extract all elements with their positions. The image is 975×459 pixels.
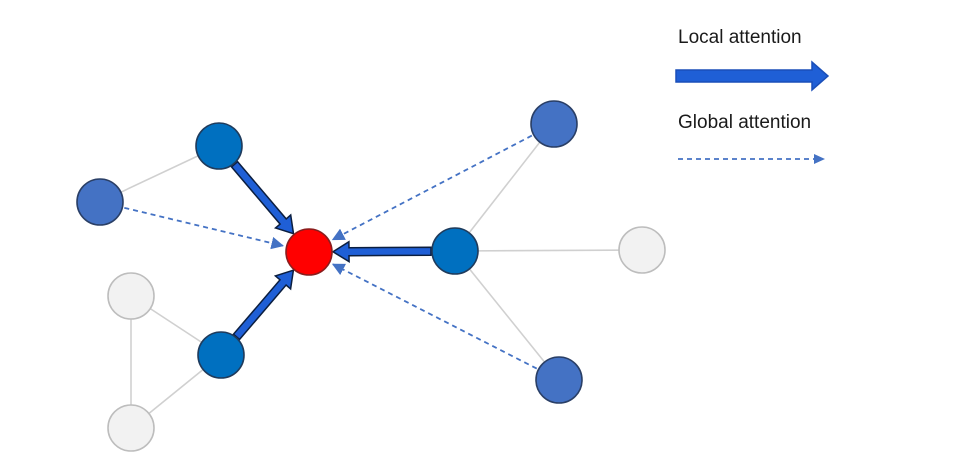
local-attention-arrow — [230, 160, 295, 235]
legend-local-arrow-icon — [675, 60, 830, 92]
global-attention-arrow — [331, 134, 533, 241]
node-global-bottom-right — [535, 356, 583, 404]
legend-local-label: Local attention — [678, 27, 802, 48]
global-attention-layer — [124, 134, 538, 370]
global-attention-arrow — [124, 206, 284, 250]
legend-global-arrow-icon — [678, 154, 825, 164]
node-local-right — [431, 227, 479, 275]
node-global-left — [76, 178, 124, 226]
graph-edge — [454, 249, 643, 252]
local-attention-layer — [230, 160, 432, 341]
node-inactive-left-bottom — [107, 404, 155, 452]
node-target — [285, 228, 333, 276]
node-inactive-right — [618, 226, 666, 274]
node-global-top-right — [530, 100, 578, 148]
node-layer — [76, 100, 666, 452]
local-attention-arrow — [331, 240, 432, 264]
node-local-bottom — [197, 331, 245, 379]
graph-edge — [454, 250, 560, 381]
node-inactive-left-top — [107, 272, 155, 320]
legend-global-label: Global attention — [678, 112, 812, 133]
graph-edge — [454, 123, 555, 252]
local-attention-arrow — [232, 269, 295, 341]
node-local-top — [195, 122, 243, 170]
global-attention-arrow — [331, 263, 538, 370]
